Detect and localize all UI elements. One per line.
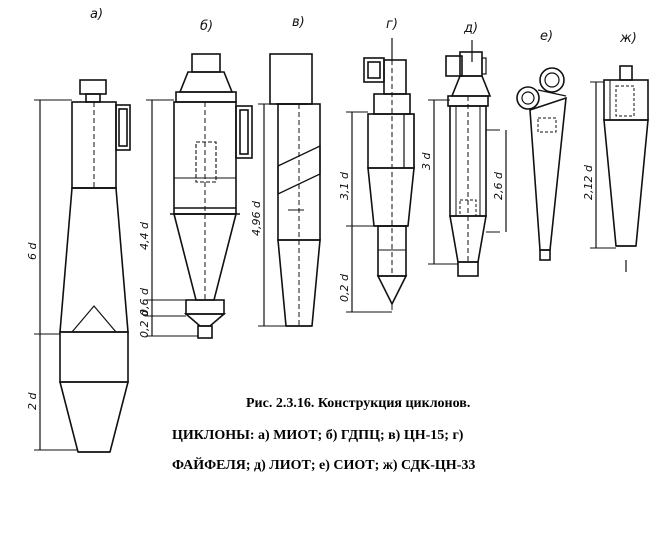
dim-label: 0,6 d [138, 287, 151, 316]
dim-label: 4,4 d [138, 221, 151, 250]
cyclone-d: г) 3,1 d 0,2 d [338, 17, 415, 313]
panel-label-a: а) [90, 7, 103, 22]
inlet-pipe [235, 105, 253, 159]
dim-label: 2,12 d [582, 164, 595, 200]
bunker [59, 331, 129, 383]
cone-body [449, 215, 487, 263]
inlet-pipe [115, 104, 131, 151]
cyclone-g: ж) 2,12 d [582, 31, 649, 272]
cylinder-body [367, 113, 415, 169]
cyclone-b: б) 4,4 d 0,6 d 0,2 d [138, 19, 253, 339]
dim-label: 3 d [420, 152, 433, 170]
outlet-ring [539, 67, 565, 93]
inlet-pipe [445, 55, 463, 77]
panel-label-d: г) [386, 17, 398, 32]
cyclone-f: е) [516, 29, 567, 261]
caption-line-1: ЦИКЛОНЫ: а) МИОТ; б) ГДПЦ; в) ЦН-15; г) [172, 428, 464, 443]
cyclone-a: а) 6 d 2 d [26, 7, 131, 453]
outlet-pipe [79, 79, 107, 95]
cone-body [59, 187, 129, 333]
cyclone-c: в) 4,96 d [250, 15, 321, 327]
panel-label-b: б) [200, 19, 213, 34]
dim-label: 2 d [26, 392, 39, 410]
inlet-box [269, 53, 313, 105]
panel-label-g: ж) [619, 31, 637, 46]
panel-label-e: д) [463, 21, 478, 36]
helical-cover [277, 144, 321, 196]
dim-label: 2,6 d [492, 171, 505, 200]
outlet-neck [85, 93, 101, 103]
panel-label-f: е) [540, 29, 553, 44]
dim-label: 3,1 d [338, 171, 351, 200]
panel-label-c: в) [292, 15, 305, 30]
dim-label: 6 d [26, 242, 39, 260]
dim-label: 0,2 d [338, 273, 351, 302]
dim-label: 0,2 d [138, 309, 151, 338]
cone-body [529, 96, 567, 251]
dim-label: 4,96 d [250, 200, 263, 236]
outlet-pipe [619, 65, 633, 81]
cyclone-e: д) 3 d 2,6 d [420, 21, 507, 277]
inlet-ring [516, 86, 540, 110]
cone-body [603, 119, 649, 247]
figure-caption: Рис. 2.3.16. Конструкция циклонов. [246, 396, 471, 411]
cone-body [367, 167, 415, 227]
caption-line-2: ФАЙФЕЛЯ; д) ЛИОТ; е) СИОТ; ж) СДК-ЦН-33 [172, 458, 476, 473]
